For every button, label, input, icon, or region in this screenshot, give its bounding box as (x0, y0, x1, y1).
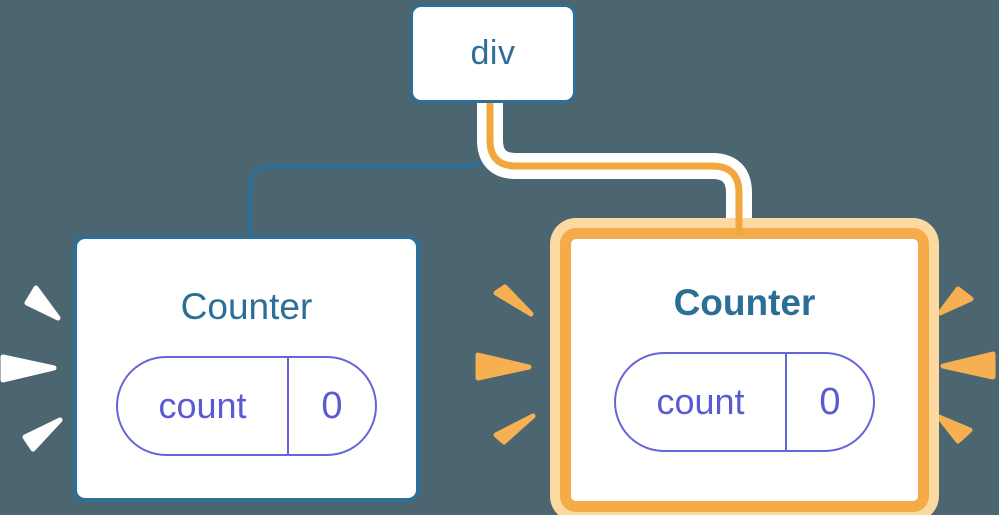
white-flash-rays (0, 285, 63, 452)
state-key-label: count (118, 358, 289, 454)
state-pill: count 0 (116, 356, 377, 456)
connector-right-casing (477, 101, 752, 218)
root-node-label: div (470, 34, 516, 72)
counter-title: Counter (180, 286, 313, 327)
flash-ray-icon (936, 414, 973, 444)
state-key-label: count (616, 354, 787, 450)
counter-title: Counter (673, 282, 816, 323)
state-value: 0 (321, 384, 343, 427)
flash-ray-icon (0, 354, 57, 383)
flash-ray-icon (937, 286, 974, 316)
state-value: 0 (819, 380, 841, 423)
counter-node-left: Counter count 0 (73, 235, 420, 502)
flash-ray-icon (24, 285, 61, 321)
connector-right-edge (486, 101, 743, 222)
counter-node-right: Counter count 0 (560, 228, 929, 512)
flash-ray-icon (940, 351, 996, 380)
state-pill: count 0 (614, 352, 875, 452)
root-div-node: div (410, 4, 576, 103)
flash-ray-icon (493, 284, 534, 317)
connector-left-edge (247, 101, 493, 240)
flash-ray-icon (475, 352, 532, 381)
flash-ray-icon (22, 417, 63, 452)
flash-ray-icon (493, 413, 536, 445)
